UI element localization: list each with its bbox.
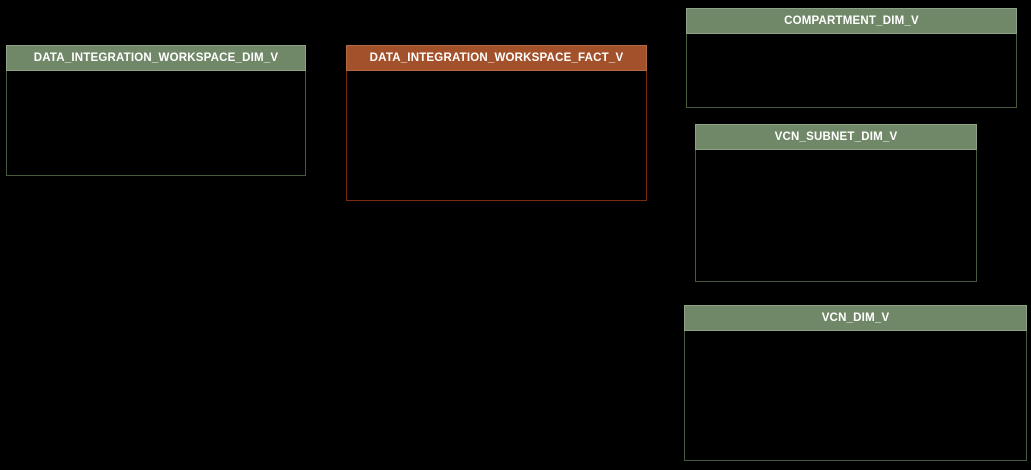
entity-body <box>686 34 1017 108</box>
entity-title: VCN_DIM_V <box>821 312 890 324</box>
entity-body <box>684 331 1027 461</box>
entity-title: DATA_INTEGRATION_WORKSPACE_DIM_V <box>33 52 279 64</box>
entity-title: VCN_SUBNET_DIM_V <box>774 131 898 143</box>
entity-compartment-dim-v[interactable]: COMPARTMENT_DIM_V <box>686 8 1017 108</box>
entity-header[interactable]: COMPARTMENT_DIM_V <box>686 8 1017 34</box>
entity-vcn-dim-v[interactable]: VCN_DIM_V <box>684 305 1027 461</box>
entity-body <box>695 150 977 282</box>
entity-header[interactable]: VCN_SUBNET_DIM_V <box>695 124 977 150</box>
entity-body <box>346 71 647 201</box>
entity-header[interactable]: VCN_DIM_V <box>684 305 1027 331</box>
entity-body <box>6 71 306 176</box>
entity-header[interactable]: DATA_INTEGRATION_WORKSPACE_DIM_V <box>6 45 306 71</box>
entity-header[interactable]: DATA_INTEGRATION_WORKSPACE_FACT_V <box>346 45 647 71</box>
entity-data-integration-workspace-dim-v[interactable]: DATA_INTEGRATION_WORKSPACE_DIM_V <box>6 45 306 176</box>
entity-data-integration-workspace-fact-v[interactable]: DATA_INTEGRATION_WORKSPACE_FACT_V <box>346 45 647 201</box>
entity-title: COMPARTMENT_DIM_V <box>784 15 919 27</box>
entity-title: DATA_INTEGRATION_WORKSPACE_FACT_V <box>369 52 624 64</box>
entity-vcn-subnet-dim-v[interactable]: VCN_SUBNET_DIM_V <box>695 124 977 282</box>
